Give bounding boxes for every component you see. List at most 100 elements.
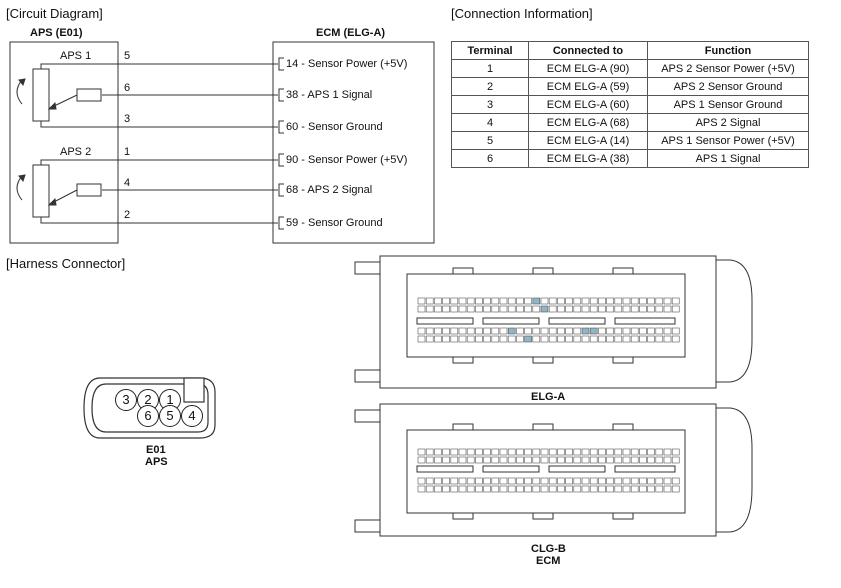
ecm-pin [532, 448, 541, 456]
ecm-pin [614, 456, 623, 464]
ecm-pin [507, 305, 516, 313]
ecm-terminal-label: 38 - APS 1 Signal [286, 89, 373, 101]
header-terminal: Terminal [451, 41, 529, 60]
ecm-pin [425, 327, 434, 335]
ecm-pin [647, 335, 655, 343]
aps1-label: APS 1 [60, 50, 92, 62]
elga-pin-grid [417, 297, 680, 343]
ecm-pin [524, 305, 532, 313]
ecm-pin [606, 485, 614, 493]
ecm-pin [458, 448, 467, 456]
ecm-pin [647, 297, 655, 305]
ecm-pin [557, 485, 565, 493]
ecm-pin [581, 305, 590, 313]
ecm-pin [499, 456, 508, 464]
ecm-pin [499, 448, 508, 456]
ecm-pin [622, 456, 631, 464]
circuit-diagram-title: [Circuit Diagram] [6, 6, 103, 21]
ecm-pin [671, 327, 680, 335]
ecm-pin [671, 305, 680, 313]
ecm-pin [614, 305, 623, 313]
ecm-pin [557, 456, 565, 464]
ecm-pin [483, 456, 491, 464]
ecm-pin [442, 456, 450, 464]
ecm-pin [647, 327, 655, 335]
ecm-pin [647, 477, 655, 485]
ecm-pin [466, 305, 475, 313]
ecm-pin [622, 477, 631, 485]
ecm-pin [630, 335, 639, 343]
ecm-pin [598, 335, 606, 343]
ecm-pin [483, 448, 491, 456]
ecm-pin [581, 456, 590, 464]
ecm-pin [581, 297, 590, 305]
ecm-pin [630, 477, 639, 485]
ecm-pin [548, 297, 557, 305]
ecm-pin [458, 327, 467, 335]
header-connected-to: Connected to [528, 41, 648, 60]
ecm-pin [606, 327, 614, 335]
ecm-pin [524, 297, 532, 305]
ecm-pin [671, 456, 680, 464]
e01-connector-shape [83, 377, 216, 439]
ecm-pin [499, 297, 508, 305]
ecm-pin [598, 485, 606, 493]
ecm-pin [557, 297, 565, 305]
ecm-pin [483, 477, 491, 485]
ecm-pin [606, 456, 614, 464]
ecm-pin [425, 335, 434, 343]
aps-box [9, 41, 119, 244]
ecm-pin [458, 477, 467, 485]
ecm-pin [516, 456, 524, 464]
ecm-pin [442, 448, 450, 456]
ecm-box [272, 41, 435, 244]
ecm-pin [499, 327, 508, 335]
ecm-pin [499, 335, 508, 343]
ecm-pin [434, 485, 442, 493]
ecm-pin [417, 477, 426, 485]
ecm-pin [524, 485, 532, 493]
cell-function: APS 2 Sensor Ground [647, 77, 809, 96]
cell-function: APS 2 Sensor Power (+5V) [647, 59, 809, 78]
ecm-pin [647, 456, 655, 464]
ecm-pin [507, 327, 516, 335]
ecm-pin [507, 477, 516, 485]
ecm-pin [655, 448, 664, 456]
ecm-pin [540, 335, 549, 343]
ecm-pin [647, 448, 655, 456]
ecm-pin [655, 327, 664, 335]
ecm-pin [475, 448, 483, 456]
ecm-pin [548, 305, 557, 313]
ecm-pin [622, 485, 631, 493]
ecm-pin [663, 305, 672, 313]
cell-connected-to: ECM ELG-A (90) [528, 59, 648, 78]
ecm-pin [639, 456, 647, 464]
ecm-pin [507, 335, 516, 343]
cell-connected-to: ECM ELG-A (68) [528, 113, 648, 132]
cell-function: APS 2 Signal [647, 113, 809, 132]
ecm-pin [581, 327, 590, 335]
ecm-pin [573, 477, 582, 485]
ecm-pin [671, 335, 680, 343]
aps-connector-label: APS [145, 456, 168, 468]
cell-terminal: 2 [451, 77, 529, 96]
ecm-pin [425, 297, 434, 305]
aps1-potentiometer [16, 63, 102, 128]
ecm-pin [532, 456, 541, 464]
ecm-pin [442, 485, 450, 493]
ecm-pin [614, 477, 623, 485]
ecm-pin [507, 448, 516, 456]
ecm-pin [425, 305, 434, 313]
ecm-pin [655, 456, 664, 464]
ecm-pin [630, 297, 639, 305]
ecm-pin [663, 456, 672, 464]
ecm-pin [458, 456, 467, 464]
ecm-pin [589, 327, 598, 335]
ecm-pin [630, 485, 639, 493]
ecm-pin [450, 327, 459, 335]
cell-function: APS 1 Sensor Ground [647, 95, 809, 114]
ecm-pin [491, 305, 500, 313]
ecm-pin [417, 485, 426, 493]
